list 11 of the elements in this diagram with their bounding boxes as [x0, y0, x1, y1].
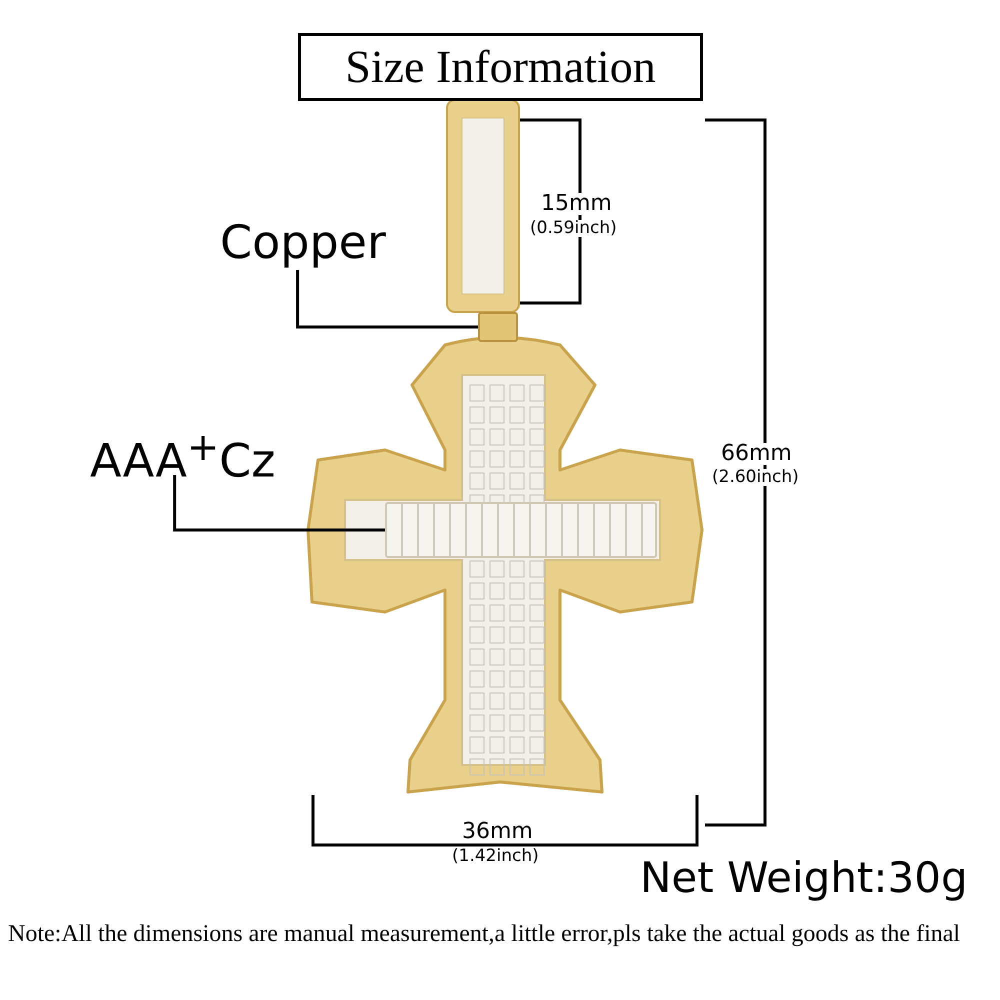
- dimension-value: (0.59inch): [530, 220, 617, 237]
- dimension-value: 66mm: [721, 443, 792, 465]
- dimension-value: (1.42inch): [452, 848, 539, 865]
- pendant-part: [385, 502, 657, 558]
- dimension-value: (2.60inch): [712, 469, 799, 486]
- leader-line: [296, 270, 478, 328]
- title: Size Information: [298, 33, 703, 101]
- dimension-value: 15mm: [541, 193, 612, 215]
- part-label: Copper: [220, 215, 385, 270]
- leader-line: [173, 475, 385, 532]
- pendant-part: [478, 312, 518, 342]
